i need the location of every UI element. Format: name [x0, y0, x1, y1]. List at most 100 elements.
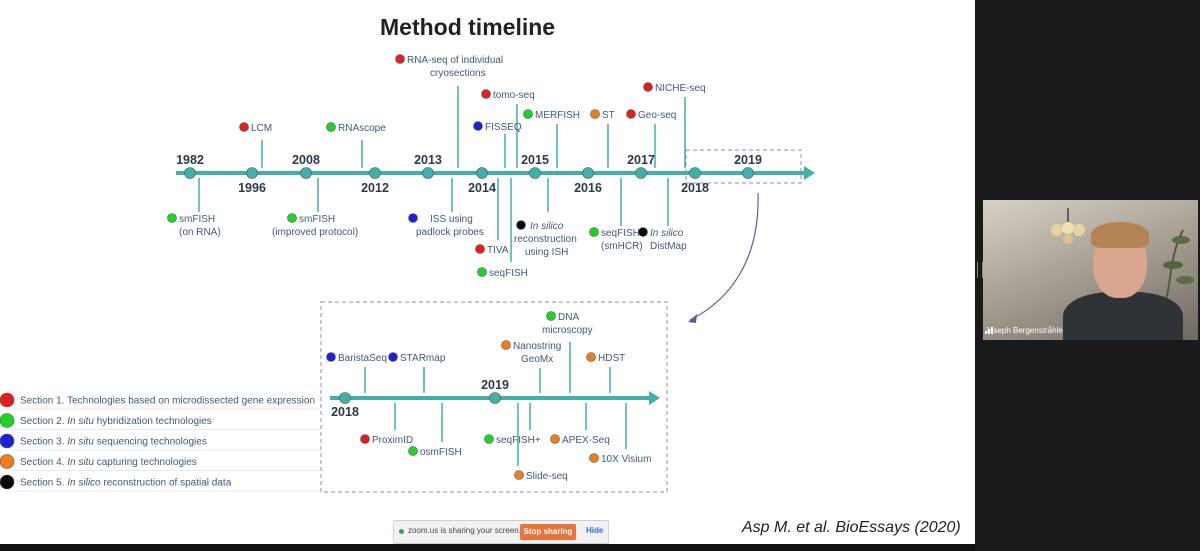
- timeline1-method-marker: [516, 220, 526, 230]
- sharing-indicator-icon: [399, 529, 404, 534]
- timeline1-method-label: ISS using: [430, 214, 473, 225]
- timeline1-method-label: padlock probes: [416, 227, 484, 238]
- panel-resize-handle[interactable]: [977, 262, 983, 278]
- timeline2-year-node: [489, 392, 501, 404]
- legend-swatch: [0, 454, 15, 469]
- timeline1-method-label: smFISH: [299, 214, 335, 225]
- stop-sharing-button[interactable]: Stop sharing: [520, 524, 576, 540]
- timeline1-method-marker: [590, 109, 600, 119]
- timeline1-year-node: [582, 167, 594, 179]
- timeline2-method-label: APEX-Seq: [562, 435, 610, 446]
- timeline1-year-label: 2008: [292, 153, 320, 167]
- timeline1-method-label: cryosections: [430, 68, 486, 79]
- timeline1-method-label: MERFISH: [535, 110, 580, 121]
- timeline2-method-marker: [546, 311, 556, 321]
- timeline1-year-node: [184, 167, 196, 179]
- timeline2-method-marker: [408, 446, 418, 456]
- timeline2-method-marker: [589, 453, 599, 463]
- timeline2-method-marker: [388, 352, 398, 362]
- legend-swatch: [0, 392, 15, 408]
- timeline1-year-label: 2018: [681, 181, 709, 195]
- timeline2-method-label: BaristaSeq: [338, 353, 387, 364]
- timeline2-year-label: 2018: [331, 405, 359, 419]
- timeline2-method-marker: [586, 352, 596, 362]
- participant-name: Joseph Bergenstråhle: [985, 326, 1063, 335]
- timeline1-method-marker: [167, 213, 177, 223]
- timeline1-method-marker: [287, 213, 297, 223]
- timeline2-method-label: osmFISH: [420, 447, 462, 458]
- timeline2-method-marker: [501, 340, 511, 350]
- timeline1-method-label: reconstruction: [514, 234, 577, 245]
- timeline1-method-label: LCM: [251, 123, 272, 134]
- participant-video[interactable]: Joseph Bergenstråhle: [983, 200, 1198, 340]
- legend-swatch: [0, 433, 15, 449]
- timeline1-year-node: [369, 167, 381, 179]
- timeline1-method-label: RNAscope: [338, 123, 386, 134]
- legend-swatch: [0, 413, 15, 428]
- legend-swatch: [0, 474, 15, 490]
- ceiling-lamp-icon: [1051, 208, 1085, 244]
- timeline2-year-label: 2019: [481, 378, 509, 392]
- timeline1-method-marker: [395, 54, 405, 64]
- highlight-2019-box: [685, 149, 802, 184]
- timeline1-method-label: (improved protocol): [272, 227, 358, 238]
- citation: Asp M. et al. BioEssays (2020): [742, 519, 961, 536]
- share-status-text: zoom.us is sharing your screen.: [408, 526, 521, 535]
- timeline2-method-label: HDST: [598, 353, 625, 364]
- timeline1-year-node: [422, 167, 434, 179]
- timeline2-arrowhead: [649, 391, 660, 405]
- timeline2-method-label: DNA: [558, 312, 579, 323]
- timeline2-method-label: GeoMx: [521, 354, 553, 365]
- timeline1-method-marker: [475, 244, 485, 254]
- timeline1-method-label: tomo-seq: [493, 90, 535, 101]
- timeline1-method-marker: [326, 122, 336, 132]
- zoom-connector-arrowhead: [688, 314, 697, 323]
- timeline1-method-label: DistMap: [650, 241, 687, 252]
- timeline1-year-node: [300, 167, 312, 179]
- timeline1-method-label: using ISH: [525, 247, 568, 258]
- timeline1-method-label: In silico: [530, 221, 564, 232]
- timeline2-method-marker: [514, 470, 524, 480]
- timeline1-year-label: 1982: [176, 153, 204, 167]
- timeline1-method-marker: [638, 227, 648, 237]
- signal-bars-icon: [985, 327, 993, 334]
- timeline1-method-label: seqFISH: [489, 268, 528, 279]
- legend-entry: Section 4. In situ capturing technologie…: [20, 457, 197, 468]
- timeline1-year-label: 1996: [238, 181, 266, 195]
- timeline1-method-label: FISSEQ: [485, 122, 522, 133]
- timeline1-method-label: (on RNA): [179, 227, 221, 238]
- participant-name-tag: Joseph Bergenstråhle: [985, 326, 1063, 335]
- timeline1-year-label: 2015: [521, 153, 549, 167]
- timeline1-method-marker: [643, 82, 653, 92]
- legend-entry: Section 5. In silico reconstruction of s…: [20, 478, 232, 489]
- timeline1-method-label: ST: [602, 110, 615, 121]
- timeline1-method-label: smFISH: [179, 214, 215, 225]
- timeline2-method-label: ProximID: [372, 435, 413, 446]
- timeline1-method-label: TIVA: [487, 245, 509, 256]
- zoom-connector-arrow: [689, 192, 759, 321]
- timeline1-method-marker: [523, 109, 533, 119]
- timeline1-method-label: In silico: [650, 228, 684, 239]
- screen-share-bar: zoom.us is sharing your screen. Stop sha…: [393, 520, 609, 544]
- timeline1-method-label: NICHE-seq: [655, 83, 706, 94]
- timeline1-method-label: RNA-seq of individual: [407, 55, 503, 66]
- timeline1-year-node: [529, 167, 541, 179]
- timeline1-year-node: [689, 167, 701, 179]
- timeline1-year-label: 2016: [574, 181, 602, 195]
- hide-share-bar-button[interactable]: Hide: [586, 526, 604, 535]
- timeline2-method-label: microscopy: [542, 325, 593, 336]
- legend-entry: Section 3. In situ sequencing technologi…: [20, 437, 207, 448]
- timeline1-method-marker: [408, 213, 418, 223]
- timeline1-year-node: [742, 167, 754, 179]
- timeline2-method-marker: [484, 434, 494, 444]
- timeline2-method-marker: [360, 434, 370, 444]
- timeline2-method-label: Slide-seq: [526, 471, 568, 482]
- timeline2-method-marker: [550, 434, 560, 444]
- timeline1-method-marker: [239, 122, 249, 132]
- timeline1-method-marker: [477, 267, 487, 277]
- person-torso: [1063, 292, 1183, 340]
- timeline2-year-node: [339, 392, 351, 404]
- timeline1-year-node: [476, 167, 488, 179]
